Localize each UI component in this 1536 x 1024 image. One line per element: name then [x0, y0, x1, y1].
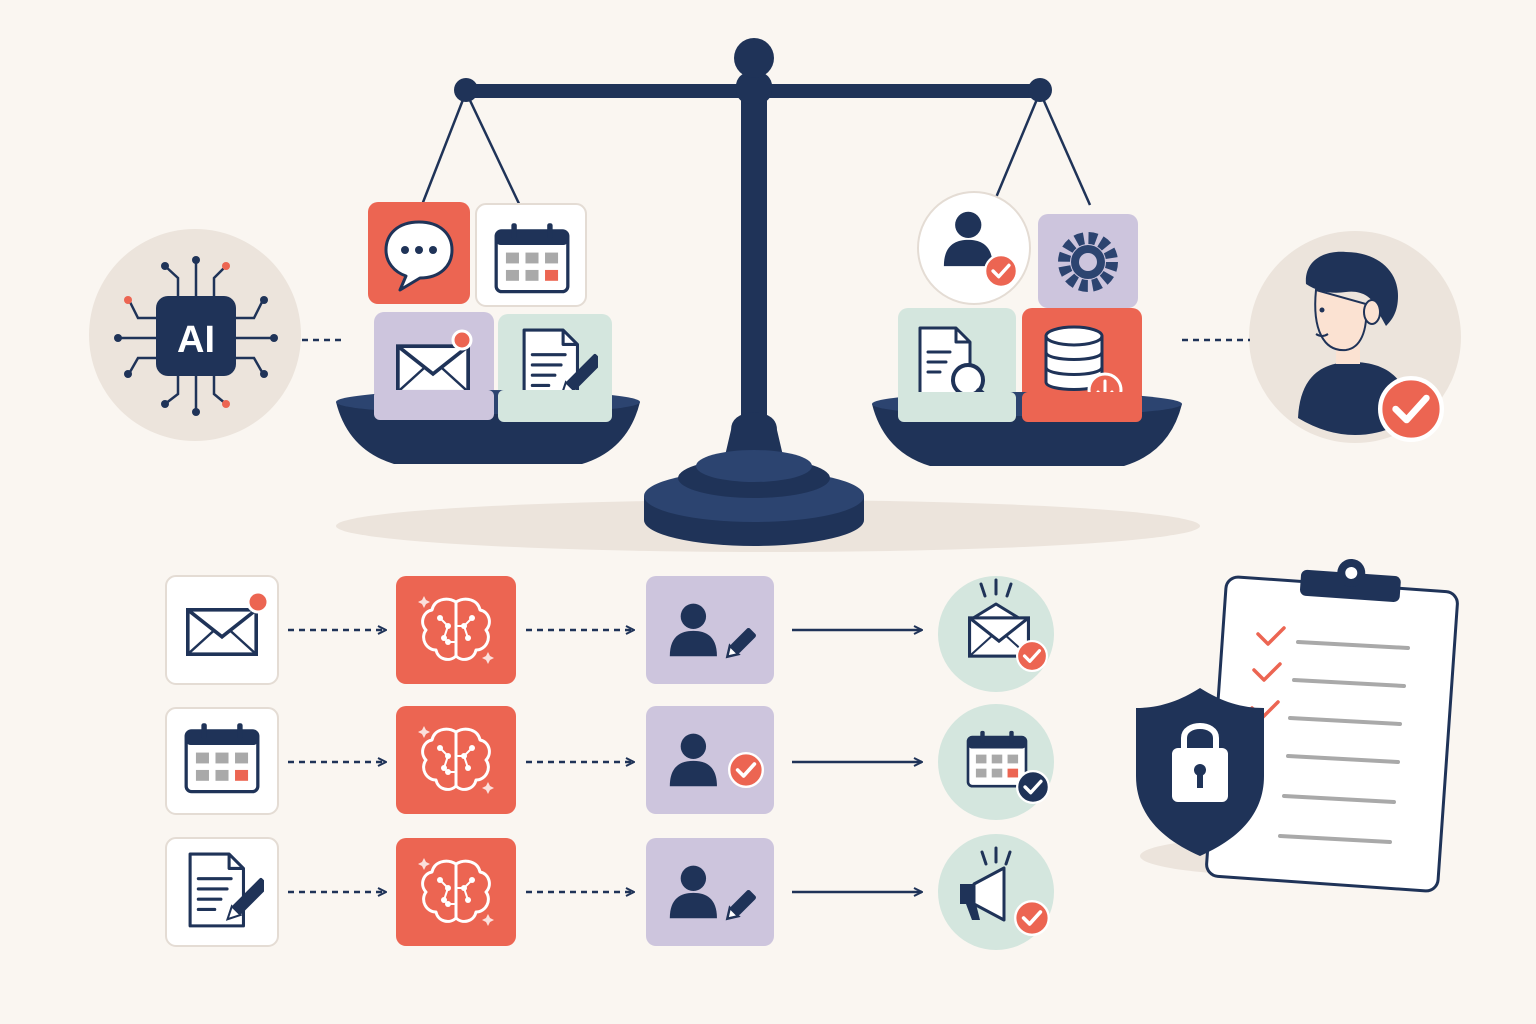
calendar-confirmed-icon	[966, 730, 1028, 788]
ai-label: AI	[177, 319, 215, 361]
workflow-review-tile	[646, 576, 774, 684]
workflow-review-tile	[646, 838, 774, 946]
announcement-approved-icon	[960, 846, 1012, 922]
chat-bubble-icon	[384, 220, 454, 292]
result-check-icon	[1016, 770, 1050, 804]
gear-icon	[1058, 232, 1118, 292]
human-approved-check-icon	[1380, 378, 1442, 440]
review-check-icon	[728, 752, 764, 788]
email-notification-icon	[396, 344, 470, 394]
email-icon	[186, 608, 258, 656]
scale-finial	[734, 38, 774, 78]
ai-chip-circuit-dots	[114, 256, 278, 416]
ai-chip-body	[156, 296, 236, 376]
scale-beam-end-left	[454, 78, 478, 102]
right-scale-pan	[872, 191, 1182, 466]
scale-beam-end-right	[1028, 78, 1052, 102]
notification-dot	[246, 590, 270, 614]
ai-chip-icon	[120, 262, 272, 410]
shield-lock-icon	[1136, 688, 1264, 856]
balance-scale	[336, 38, 1182, 546]
email-sent-icon	[969, 578, 1023, 622]
result-check-icon	[1014, 900, 1050, 936]
scale-chains	[418, 91, 1092, 211]
result-check-icon	[1016, 640, 1048, 672]
scale-hub	[736, 72, 772, 104]
calendar-icon	[494, 222, 570, 294]
workflow-row-document	[165, 834, 1054, 950]
person-approved-icon	[1298, 251, 1412, 435]
workflow-row-email	[165, 575, 1054, 692]
ai-node: AI	[89, 229, 301, 441]
checklist-clipboard-icon	[1205, 558, 1459, 893]
user-verified-check-icon	[984, 254, 1018, 288]
left-scale-pan	[336, 202, 640, 464]
calendar-icon	[184, 722, 260, 794]
scale-collar	[724, 412, 784, 460]
notification-dot	[451, 329, 473, 351]
scale-pillar	[741, 100, 767, 420]
scale-base	[644, 450, 864, 546]
workflow-row-calendar	[165, 704, 1054, 820]
human-node	[1249, 231, 1461, 443]
security-compliance	[1136, 558, 1459, 893]
